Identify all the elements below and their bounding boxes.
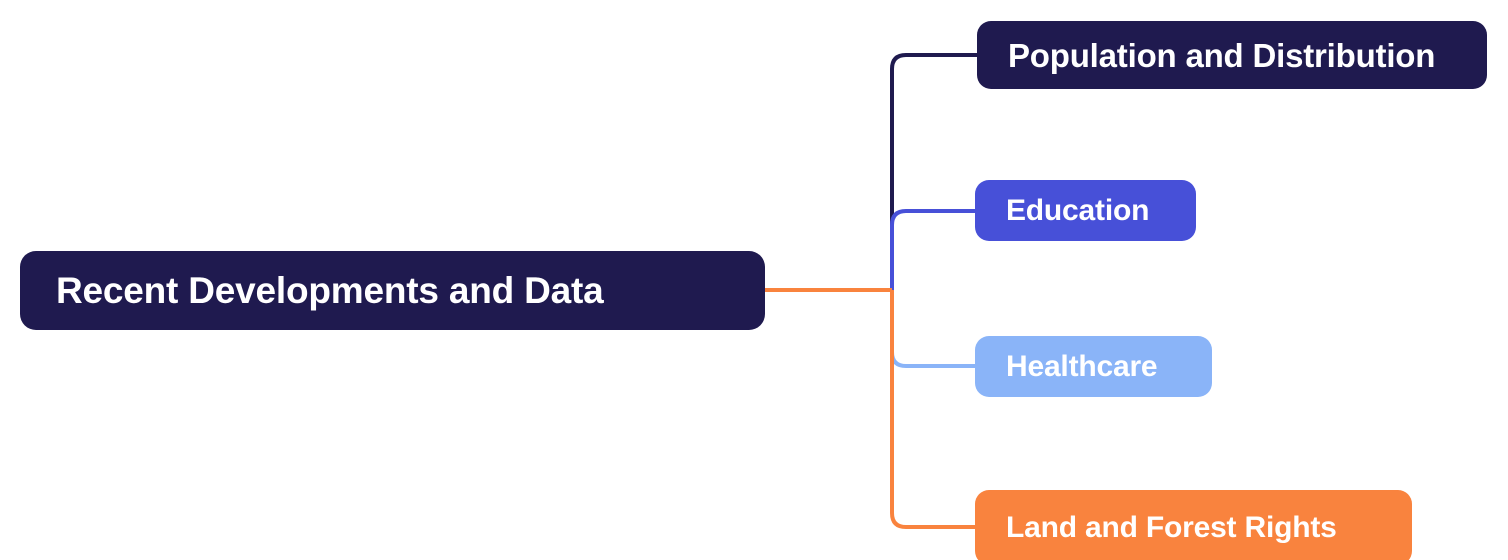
mindmap-node-label: Land and Forest Rights xyxy=(1006,510,1337,544)
connector-to-education xyxy=(890,209,977,292)
connector-to-population-and-distribution xyxy=(890,53,977,292)
mindmap-root-node[interactable]: Recent Developments and Data xyxy=(20,251,765,330)
mindmap-node-label: Healthcare xyxy=(1006,349,1158,383)
mindmap-node-education[interactable]: Education xyxy=(975,180,1196,241)
connector-to-land-and-forest-rights xyxy=(890,290,977,529)
connector-to-healthcare xyxy=(890,292,977,368)
mindmap-node-population-and-distribution[interactable]: Population and Distribution xyxy=(977,21,1487,89)
mindmap-node-land-and-forest-rights[interactable]: Land and Forest Rights xyxy=(975,490,1412,560)
mindmap-root-node-label: Recent Developments and Data xyxy=(56,270,604,311)
mindmap-node-label: Education xyxy=(1006,193,1150,227)
mindmap-node-label: Population and Distribution xyxy=(1008,36,1436,74)
mindmap-node-healthcare[interactable]: Healthcare xyxy=(975,336,1212,397)
